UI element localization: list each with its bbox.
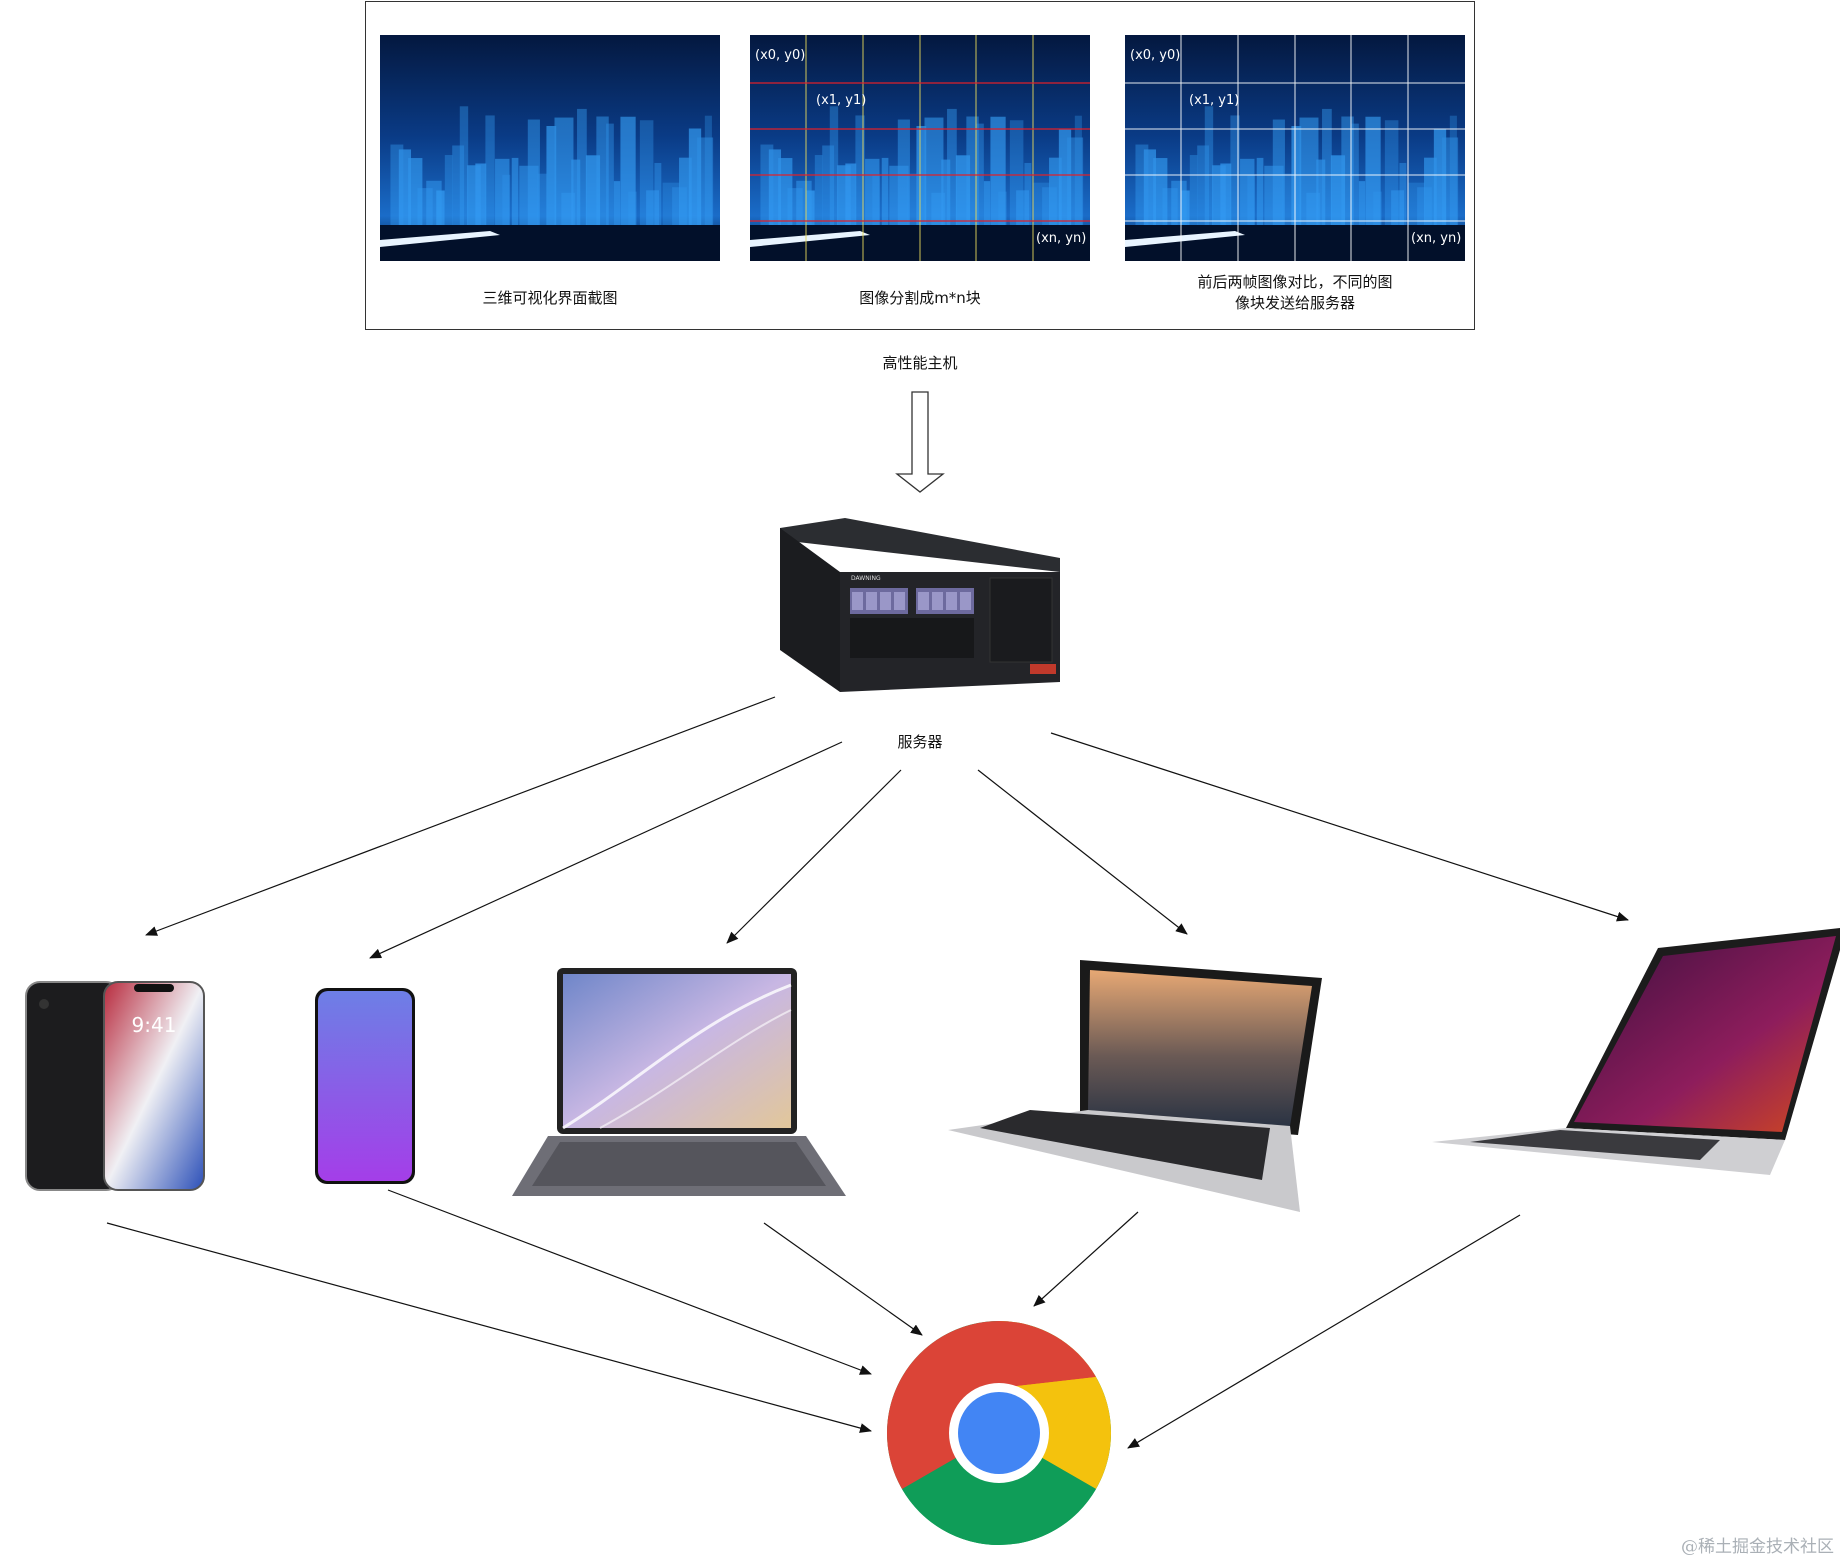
city-split-panel: (x0, y0) (x1, y1) (xn, yn) <box>750 35 1090 261</box>
city-image-white-grid <box>1125 35 1465 261</box>
coord-x0y0-compare: (x0, y0) <box>1130 48 1181 63</box>
coord-x1y1: (x1, y1) <box>816 93 867 108</box>
ubuntu-laptop-icon <box>1432 928 1840 1175</box>
coord-xnyn-compare: (xn, yn) <box>1411 231 1462 246</box>
city-image-grid <box>750 35 1090 261</box>
arrow-android-to-chrome <box>387 1189 872 1375</box>
arrow-to-macbook <box>977 769 1188 935</box>
caption-screenshot: 三维可视化界面截图 <box>482 289 618 307</box>
arrow-ubuntu-to-chrome <box>1127 1214 1521 1449</box>
caption-compare: 前后两帧图像对比，不同的图 像块发送给服务器 <box>1145 272 1445 314</box>
city-image <box>380 35 720 261</box>
arrow-to-ubuntu-laptop <box>1050 732 1629 922</box>
phone-clock: 9:41 <box>132 1013 177 1037</box>
city-screenshot-panel <box>380 35 720 261</box>
arrow-iphone-to-chrome <box>106 1222 872 1433</box>
macbook-icon <box>948 960 1322 1212</box>
server-brand: DAWNING <box>851 575 881 582</box>
arrow-huawei-to-chrome <box>763 1222 923 1336</box>
server-to-device-arrows <box>145 696 1629 959</box>
down-arrow-icon <box>895 391 945 493</box>
server-label: 服务器 <box>897 733 943 751</box>
arrow-to-huawei-laptop <box>726 769 902 944</box>
watermark: @稀土掘金技术社区 <box>1681 1537 1834 1557</box>
iphone-icon: 9:41 <box>25 981 205 1191</box>
arrow-to-iphone <box>145 696 776 936</box>
coord-xnyn: (xn, yn) <box>1036 231 1087 246</box>
huawei-laptop-icon <box>512 968 846 1196</box>
caption-split: 图像分割成m*n块 <box>859 289 981 307</box>
arrow-macbook-to-chrome <box>1033 1211 1139 1307</box>
coord-x1y1-compare: (x1, y1) <box>1189 93 1240 108</box>
device-to-chrome-arrows <box>106 1189 1521 1449</box>
caption-compare-line1: 前后两帧图像对比，不同的图 <box>1197 273 1393 291</box>
android-phone-icon <box>315 988 415 1184</box>
coord-x0y0: (x0, y0) <box>755 48 806 63</box>
server-icon: DAWNING <box>780 518 1060 692</box>
top-frame: (x0, y0) (x1, y1) (xn, yn) (x0, y0) (x1,… <box>365 1 1475 330</box>
chrome-icon <box>886 1321 1112 1546</box>
caption-compare-line2: 像块发送给服务器 <box>1234 294 1355 312</box>
city-compare-panel: (x0, y0) (x1, y1) (xn, yn) <box>1125 35 1465 261</box>
host-label: 高性能主机 <box>882 354 958 372</box>
arrow-to-android <box>369 741 843 959</box>
